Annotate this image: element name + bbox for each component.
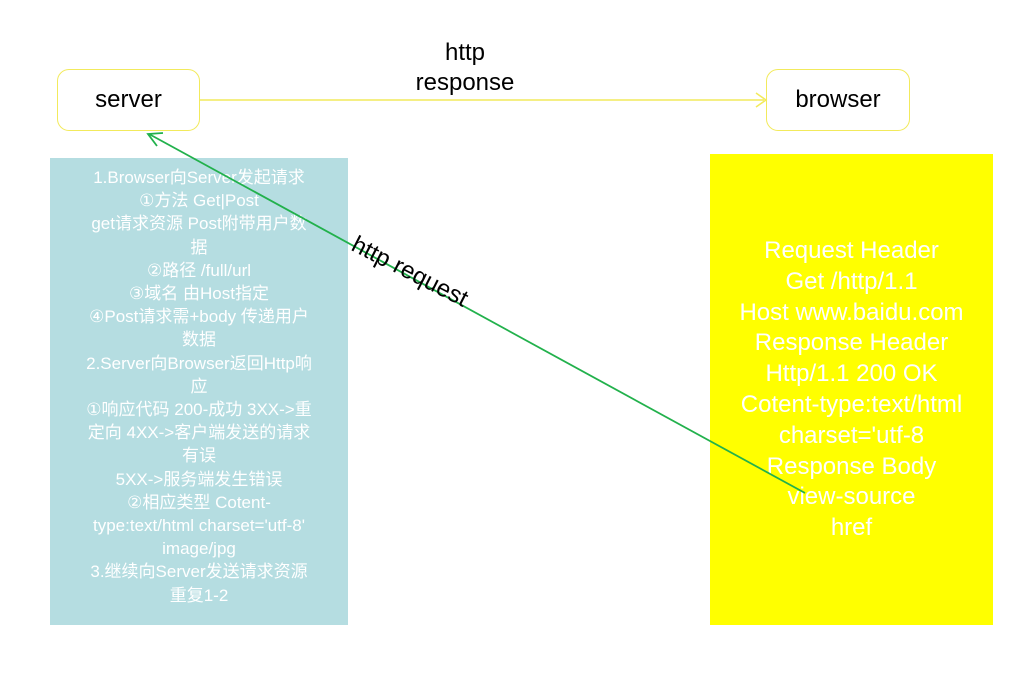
browser-node: browser bbox=[766, 69, 910, 131]
request-edge-label: http request bbox=[347, 230, 473, 313]
right-line: Response Body bbox=[766, 452, 937, 480]
right-line: Cotent-type:text/html bbox=[740, 390, 963, 418]
left-line: 据 bbox=[190, 237, 208, 257]
left-line: image/jpg bbox=[162, 539, 236, 559]
server-node: server bbox=[57, 69, 200, 131]
left-line: ①方法 Get|Post bbox=[139, 191, 259, 211]
right-line: Response Header bbox=[754, 329, 949, 357]
left-line: ③域名 由Host指定 bbox=[129, 284, 269, 304]
response-arrow-head bbox=[755, 92, 768, 108]
right-line: Get /http/1.1 bbox=[785, 267, 918, 295]
response-label-line2: response bbox=[415, 69, 515, 96]
left-line: 5XX->服务端发生错误 bbox=[115, 469, 283, 489]
left-line: 重复1-2 bbox=[169, 585, 229, 605]
left-line: 数据 bbox=[182, 330, 216, 350]
right-line: view-source bbox=[787, 483, 916, 511]
http-message-panel: Request Header Get /http/1.1 Host www.ba… bbox=[710, 154, 993, 625]
left-line: ②相应类型 Cotent- bbox=[127, 492, 271, 512]
request-steps-panel: 1.Browser向Server发起请求 ①方法 Get|Post get请求资… bbox=[50, 158, 348, 625]
left-line: ④Post请求需+body 传递用户 bbox=[89, 307, 309, 327]
response-label-line1: http bbox=[444, 39, 486, 66]
left-line: 1.Browser向Server发起请求 bbox=[93, 168, 305, 187]
left-line: 3.继续向Server发送请求资源 bbox=[90, 562, 308, 582]
left-line: 有误 bbox=[182, 446, 216, 466]
left-line: ②路径 /full/url bbox=[146, 260, 252, 280]
browser-label: browser bbox=[795, 86, 881, 113]
left-line: get请求资源 Post附带用户数 bbox=[91, 214, 307, 234]
right-line: charset='utf-8 bbox=[778, 421, 925, 449]
left-line: 2.Server向Browser返回Http响 bbox=[86, 353, 312, 373]
left-line: 定向 4XX->客户端发送的请求 bbox=[87, 423, 311, 443]
server-label: server bbox=[95, 86, 162, 113]
right-line: Http/1.1 200 OK bbox=[765, 360, 938, 388]
right-line: Host www.baidu.com bbox=[739, 298, 964, 326]
left-line: type:text/html charset='utf-8' bbox=[92, 516, 305, 536]
response-edge-label: http response bbox=[395, 38, 535, 98]
left-line: 应 bbox=[190, 376, 208, 396]
request-arrow-head bbox=[146, 132, 164, 147]
right-line: href bbox=[830, 514, 873, 542]
right-line: Request Header bbox=[764, 237, 939, 264]
left-line: ①响应代码 200-成功 3XX->重 bbox=[86, 400, 312, 420]
